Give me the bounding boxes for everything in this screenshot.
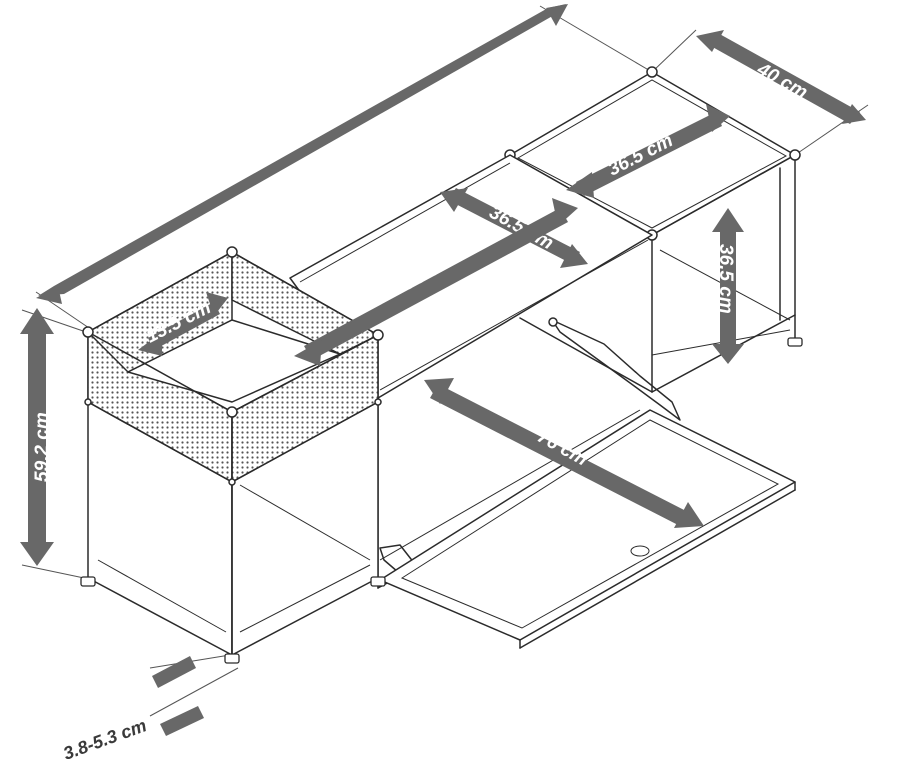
dim-foot-height-label: 3.8-5.3 cm <box>61 715 150 764</box>
left-cube <box>80 246 386 664</box>
fall-front-door <box>379 409 796 649</box>
dim-cube-height-label: 36.5 cm <box>715 244 736 314</box>
dim-total-height-label: 59.2 cm <box>32 412 53 482</box>
dim-total-height: 59.2 cm <box>20 308 54 566</box>
dim-foot-height: 3.8-5.3 cm <box>61 656 204 764</box>
dim-depth: 40 cm <box>696 30 866 124</box>
dim-cube-height: 36.5 cm <box>712 208 744 364</box>
dim-depth-label: 40 cm <box>753 59 811 104</box>
